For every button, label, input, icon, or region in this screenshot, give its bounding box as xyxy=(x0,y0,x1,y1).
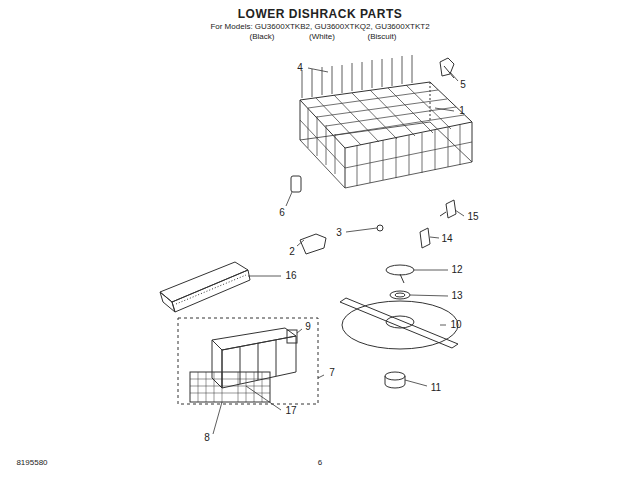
model-line: For Models: GU3600XTKB2, GU3600XTKQ2, GU… xyxy=(210,23,429,31)
callout-number: 13 xyxy=(451,291,462,301)
leader-lines xyxy=(213,68,464,434)
page-footer: 6 xyxy=(318,459,322,467)
clip-14 xyxy=(420,228,430,248)
clip-5 xyxy=(440,58,454,78)
color-note: (White) xyxy=(309,33,335,41)
callout-number: 6 xyxy=(279,208,285,218)
callout-number: 10 xyxy=(450,320,461,330)
group-outline xyxy=(178,318,318,404)
callout-number: 15 xyxy=(467,212,478,222)
handle-9 xyxy=(287,330,297,343)
callout-number: 4 xyxy=(297,63,303,73)
callout-number: 14 xyxy=(441,234,452,244)
lid-8 xyxy=(190,372,270,402)
silverware-basket xyxy=(160,262,250,312)
callout-number: 8 xyxy=(204,433,210,443)
callout-number: 7 xyxy=(329,368,335,378)
callout-number: 16 xyxy=(285,271,296,281)
wheel-6 xyxy=(291,176,301,192)
callout-number: 17 xyxy=(285,406,296,416)
callout-number: 9 xyxy=(305,322,311,332)
dishrack xyxy=(300,55,472,188)
spray-arm xyxy=(340,265,458,388)
callout-number: 5 xyxy=(460,80,466,90)
callout-number: 3 xyxy=(336,228,342,238)
clip-15 xyxy=(440,200,456,218)
color-note: (Biscuit) xyxy=(368,33,397,41)
callout-number: 1 xyxy=(459,106,465,116)
diagram-title: LOWER DISHRACK PARTS xyxy=(238,8,402,20)
wheel-2 xyxy=(300,234,326,254)
callout-number: 12 xyxy=(451,265,462,275)
stop-3 xyxy=(377,225,383,231)
callout-number: 11 xyxy=(431,383,441,393)
color-note: (Black) xyxy=(250,33,275,41)
callout-number: 2 xyxy=(289,247,295,257)
page-footer: 8195580 xyxy=(16,459,47,467)
